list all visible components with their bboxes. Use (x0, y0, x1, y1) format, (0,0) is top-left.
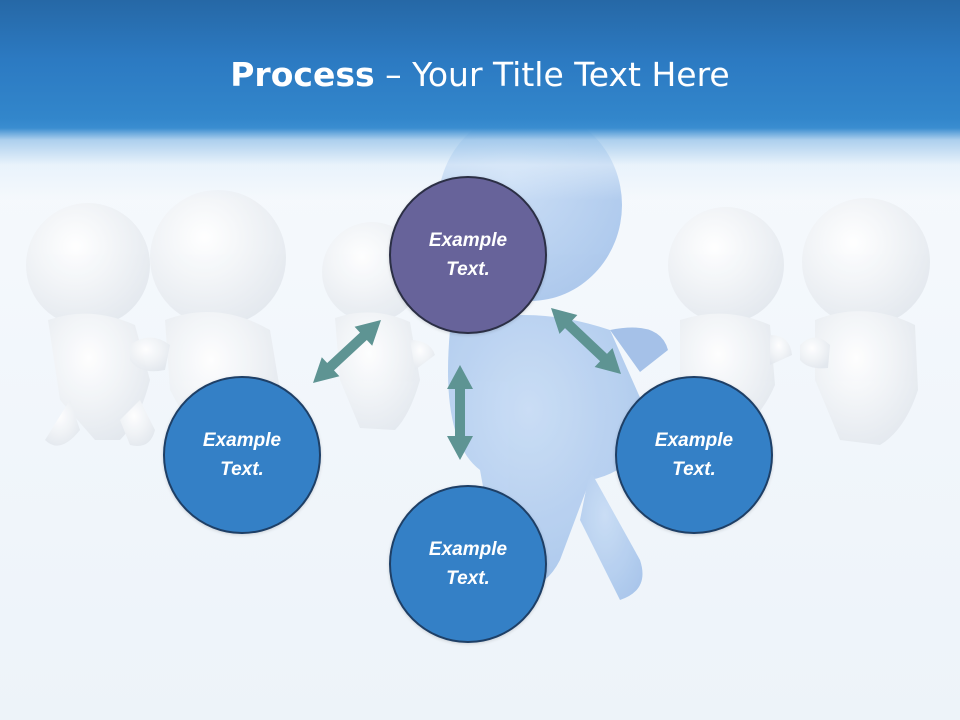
person-figure-icon (800, 198, 930, 445)
node-left-line1: Example (202, 430, 282, 451)
node-left-line2: Text. (220, 459, 264, 480)
node-bottom-line1: Example (428, 539, 508, 560)
double-arrow-icon (447, 365, 473, 460)
node-top-text: Example Text. (408, 226, 528, 284)
node-top-line2: Text. (446, 259, 490, 280)
node-right: Example Text. (615, 376, 773, 534)
node-bottom-text: Example Text. (408, 535, 528, 593)
node-right-text: Example Text. (634, 426, 754, 484)
node-bottom-line2: Text. (446, 568, 490, 589)
title-rest: – Your Title Text Here (374, 55, 730, 94)
person-figure-icon (26, 203, 155, 446)
node-top: Example Text. (389, 176, 547, 334)
node-right-line2: Text. (672, 459, 716, 480)
double-arrow-icon (313, 320, 381, 383)
slide-title: Process – Your Title Text Here (0, 52, 960, 98)
double-arrow-icon (551, 308, 621, 374)
node-left: Example Text. (163, 376, 321, 534)
node-top-line1: Example (428, 230, 508, 251)
node-right-line1: Example (654, 430, 734, 451)
header-band (0, 0, 960, 200)
node-bottom: Example Text. (389, 485, 547, 643)
node-left-text: Example Text. (182, 426, 302, 484)
title-bold: Process (230, 55, 375, 94)
person-figure-icon (322, 222, 435, 430)
